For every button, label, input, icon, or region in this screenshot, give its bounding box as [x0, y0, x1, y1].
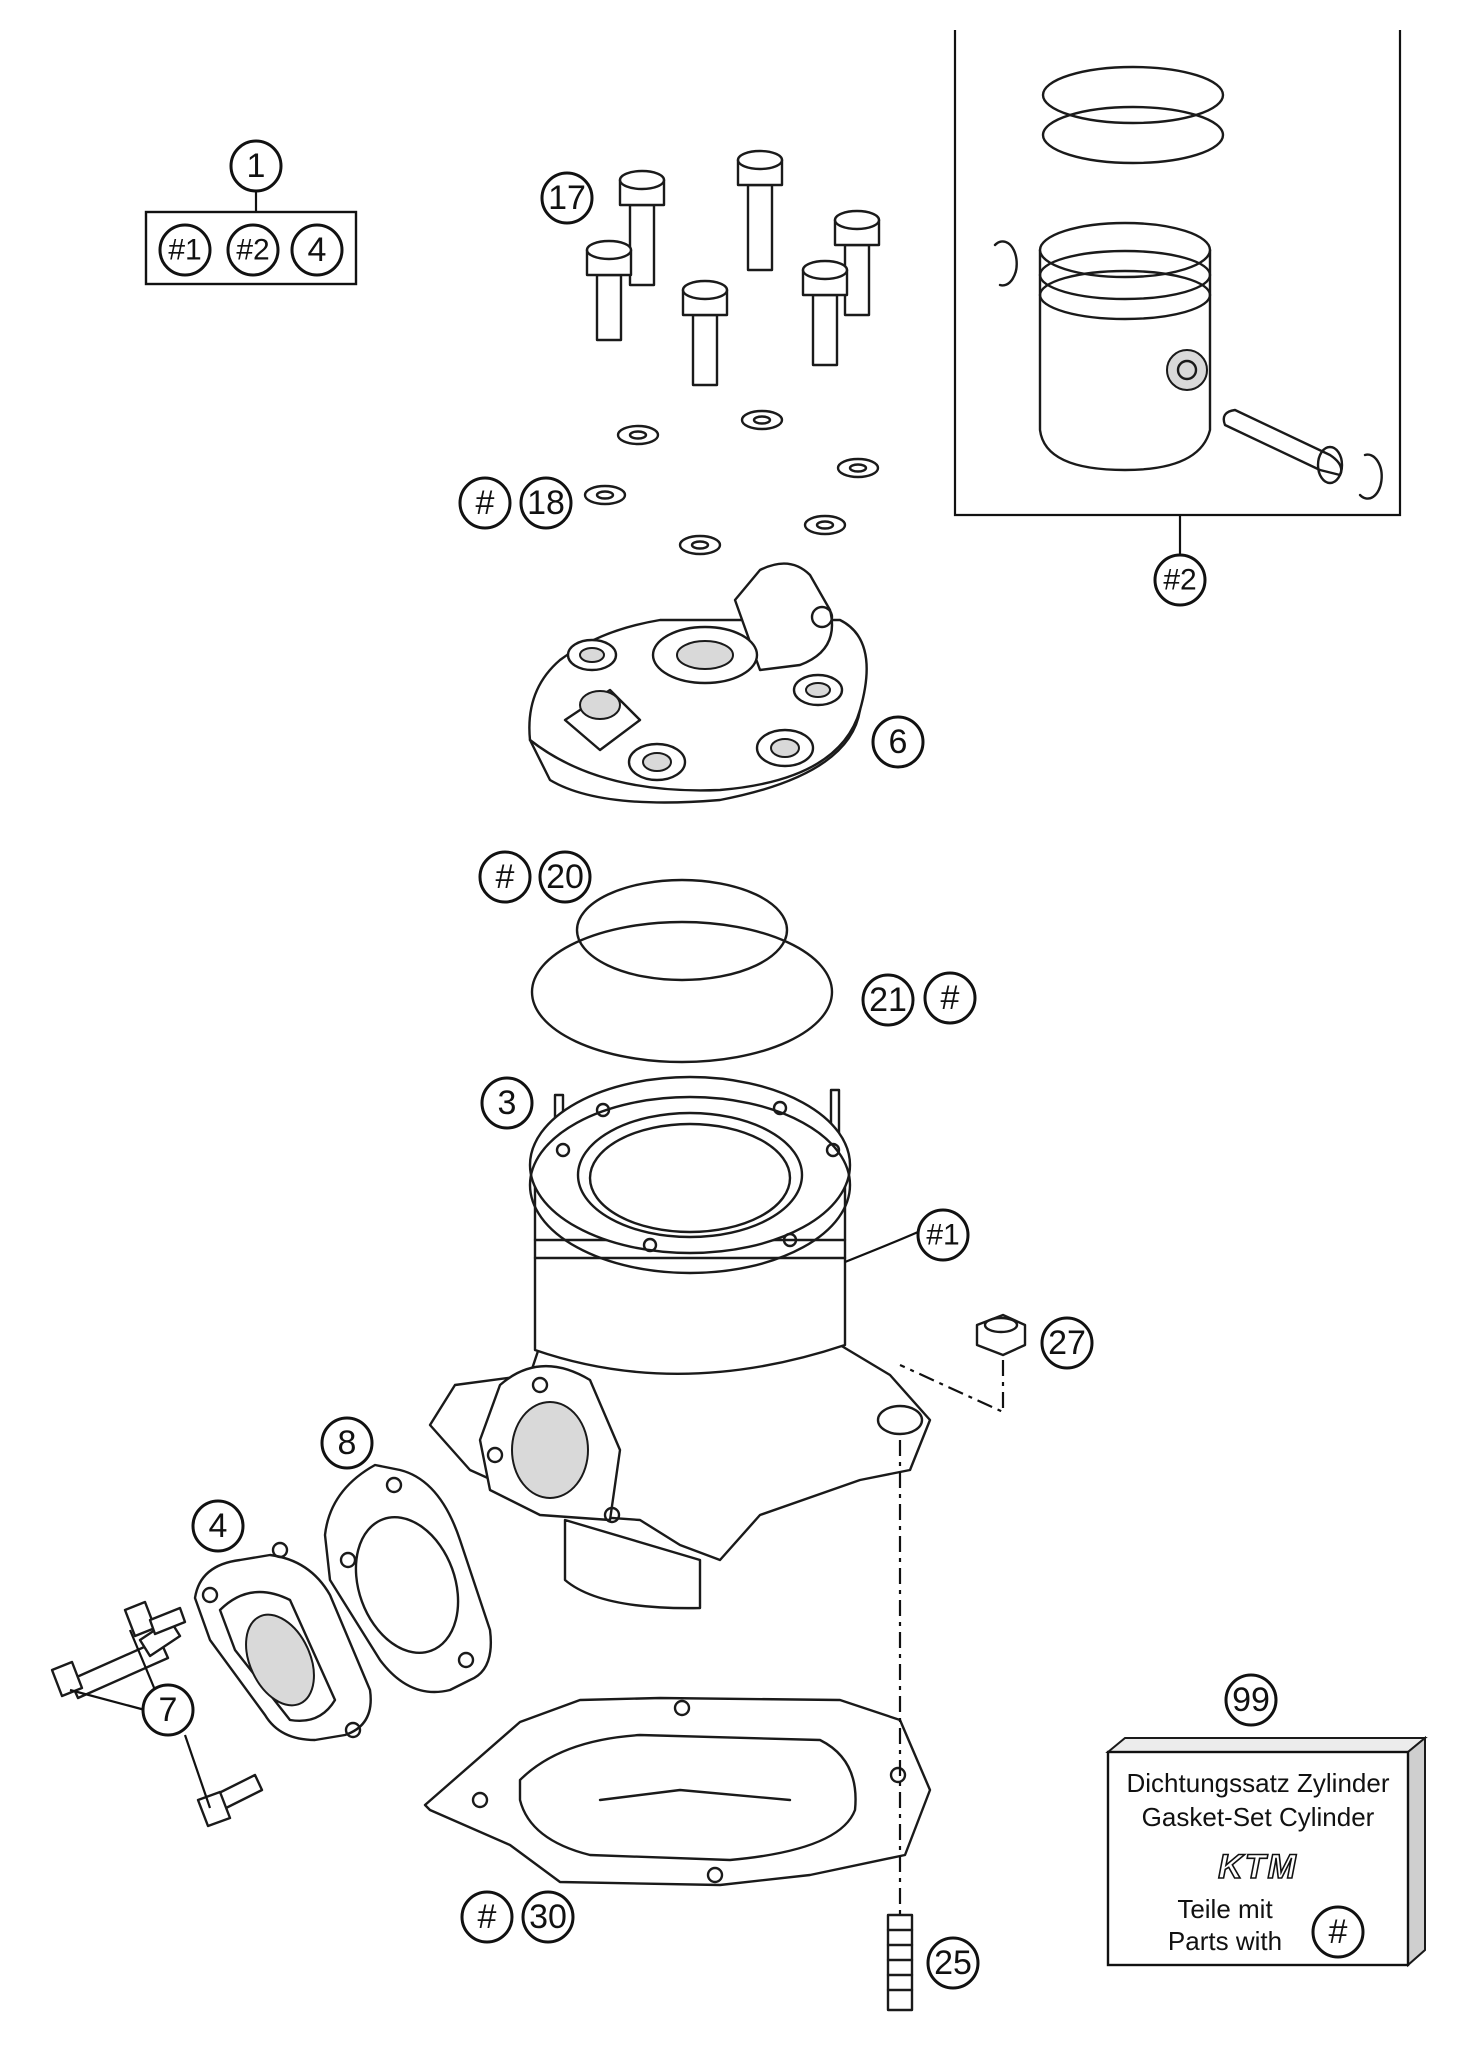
svg-text:#1: #1: [926, 1219, 959, 1252]
leader-h1-cylinder: [844, 1230, 919, 1264]
base-gasket: [423, 1696, 932, 1887]
callout-kit-h2[interactable]: #2: [226, 223, 280, 277]
svg-text:4: 4: [308, 231, 327, 269]
callout-30[interactable]: 30: [521, 1890, 575, 1944]
piston-pin-clip-left: [993, 240, 1018, 287]
callout-1[interactable]: 1: [229, 139, 283, 193]
svg-text:#: #: [478, 1898, 497, 1936]
gasket-box-line2: Gasket-Set Cylinder: [1142, 1802, 1375, 1832]
callout-99[interactable]: 99: [1224, 1673, 1278, 1727]
svg-text:30: 30: [529, 1898, 567, 1936]
piston-pin-clip-right: [1358, 453, 1383, 500]
callout-piston-kit-h2[interactable]: #2: [1153, 553, 1207, 607]
exhaust-flange: [193, 1541, 372, 1742]
svg-text:#: #: [476, 484, 495, 522]
callout-kit-4[interactable]: 4: [290, 223, 344, 277]
svg-text:#2: #2: [236, 234, 269, 267]
callout-25[interactable]: 25: [926, 1936, 980, 1990]
callout-hash-30[interactable]: #: [460, 1890, 514, 1944]
svg-text:17: 17: [548, 179, 586, 217]
callout-18[interactable]: 18: [519, 476, 573, 530]
head-bolt: [736, 149, 784, 272]
callout-cylinder-h1[interactable]: #1: [916, 1208, 970, 1262]
callout-kit-h1[interactable]: #1: [158, 223, 212, 277]
cylinder: [428, 1075, 932, 1610]
callout-6[interactable]: 6: [871, 715, 925, 769]
stud-25: [886, 1440, 914, 2012]
o-ring-21: [530, 920, 834, 1064]
callout-8[interactable]: 8: [320, 1416, 374, 1470]
o-ring-20: [575, 878, 789, 982]
svg-text:#: #: [941, 979, 960, 1017]
kit-reference-group: 1 #1 #2 4: [144, 139, 358, 286]
head-bolt: [833, 209, 881, 317]
head-bolts: [585, 149, 881, 387]
svg-text:#: #: [1329, 1913, 1348, 1951]
svg-text:6: 6: [889, 723, 908, 761]
cylinder-head: [528, 562, 868, 804]
callout-gasket-hash[interactable]: #: [1311, 1905, 1365, 1959]
piston-rings: [1041, 65, 1225, 165]
callout-21[interactable]: 21: [861, 973, 915, 1027]
callout-3[interactable]: 3: [480, 1076, 534, 1130]
svg-text:3: 3: [498, 1084, 517, 1122]
piston-kit-frame: [953, 30, 1402, 555]
svg-text:8: 8: [338, 1424, 357, 1462]
svg-text:20: 20: [546, 858, 584, 896]
head-bolt: [801, 259, 849, 367]
callout-hash-21[interactable]: #: [923, 971, 977, 1025]
gasket-set-box: Dichtungssatz Zylinder Gasket-Set Cylind…: [1105, 1735, 1428, 1968]
svg-text:99: 99: [1232, 1681, 1270, 1719]
callout-4[interactable]: 4: [191, 1499, 245, 1553]
exhaust-flange-gasket: [323, 1463, 492, 1694]
svg-text:#1: #1: [168, 234, 201, 267]
gasket-box-line3: Teile mit: [1177, 1894, 1273, 1924]
svg-text:18: 18: [527, 484, 565, 522]
flange-bolts: [50, 1600, 264, 1828]
callout-hash-20[interactable]: #: [478, 850, 532, 904]
svg-text:1: 1: [247, 147, 266, 185]
callout-27[interactable]: 27: [1040, 1316, 1094, 1370]
svg-text:7: 7: [159, 1691, 178, 1729]
leader-7: [69, 1629, 212, 1809]
head-bolt: [585, 239, 633, 342]
svg-text:27: 27: [1048, 1324, 1086, 1362]
ktm-logo: KTM: [1218, 1848, 1298, 1886]
piston: [1038, 221, 1212, 472]
callout-17[interactable]: 17: [540, 171, 594, 225]
callout-hash-18[interactable]: #: [458, 476, 512, 530]
gasket-box-line1: Dichtungssatz Zylinder: [1127, 1768, 1390, 1798]
callout-20[interactable]: 20: [538, 850, 592, 904]
svg-text:#: #: [496, 858, 515, 896]
washers: [583, 409, 880, 556]
head-bolt: [681, 279, 729, 387]
svg-text:21: 21: [869, 981, 907, 1019]
nut-27: [899, 1313, 1027, 1414]
svg-text:25: 25: [934, 1944, 972, 1982]
piston-pin: [1222, 408, 1344, 485]
callout-7[interactable]: 7: [141, 1683, 195, 1737]
svg-text:4: 4: [209, 1507, 228, 1545]
svg-text:#2: #2: [1163, 564, 1196, 597]
gasket-box-line4: Parts with: [1168, 1926, 1282, 1956]
head-bolt: [618, 169, 666, 287]
